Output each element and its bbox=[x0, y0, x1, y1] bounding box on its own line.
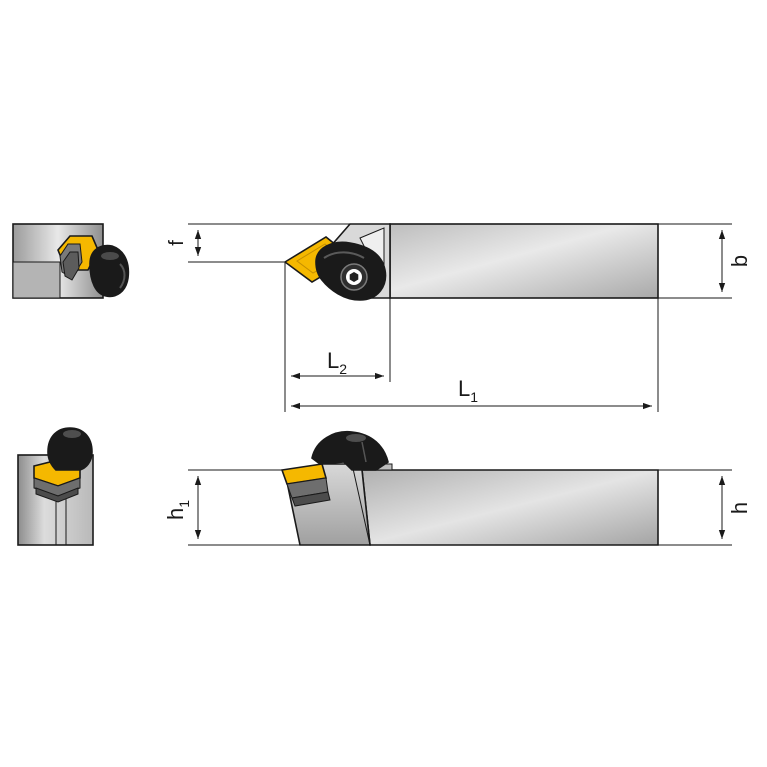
dim-label-l1-sub: 1 bbox=[470, 389, 478, 405]
shank-top-body bbox=[389, 223, 659, 299]
svg-text:L1: L1 bbox=[458, 376, 478, 405]
dim-label-l1: L bbox=[458, 376, 470, 401]
svg-text:b: b bbox=[727, 255, 752, 267]
end-view-top bbox=[12, 223, 130, 299]
shank-side-body bbox=[361, 469, 659, 546]
side-view: h1 h bbox=[163, 431, 752, 546]
dim-label-f: f bbox=[166, 240, 188, 246]
svg-text:h1: h1 bbox=[163, 500, 192, 520]
dim-h1: h1 bbox=[163, 469, 300, 546]
top-view: f b L2 L1 bbox=[166, 223, 752, 412]
dim-l2: L2 bbox=[284, 262, 391, 412]
clamp-side bbox=[311, 431, 389, 471]
dim-label-l2: L bbox=[327, 348, 339, 373]
dim-label-h1-sub: 1 bbox=[176, 500, 192, 508]
hex-socket-screw-icon bbox=[340, 263, 368, 291]
dim-l1: L1 bbox=[291, 298, 659, 412]
dim-b: b bbox=[658, 223, 752, 299]
dim-label-h: h bbox=[727, 502, 752, 514]
dim-f: f bbox=[166, 223, 350, 263]
svg-text:f: f bbox=[166, 240, 188, 246]
dim-label-l2-sub: 2 bbox=[339, 361, 347, 377]
dim-label-b: b bbox=[727, 255, 752, 267]
dim-h: h bbox=[658, 469, 752, 546]
dim-label-h1: h bbox=[163, 508, 188, 520]
svg-text:L2: L2 bbox=[327, 348, 347, 377]
svg-text:h: h bbox=[727, 502, 752, 514]
end-view-side bbox=[17, 427, 94, 546]
